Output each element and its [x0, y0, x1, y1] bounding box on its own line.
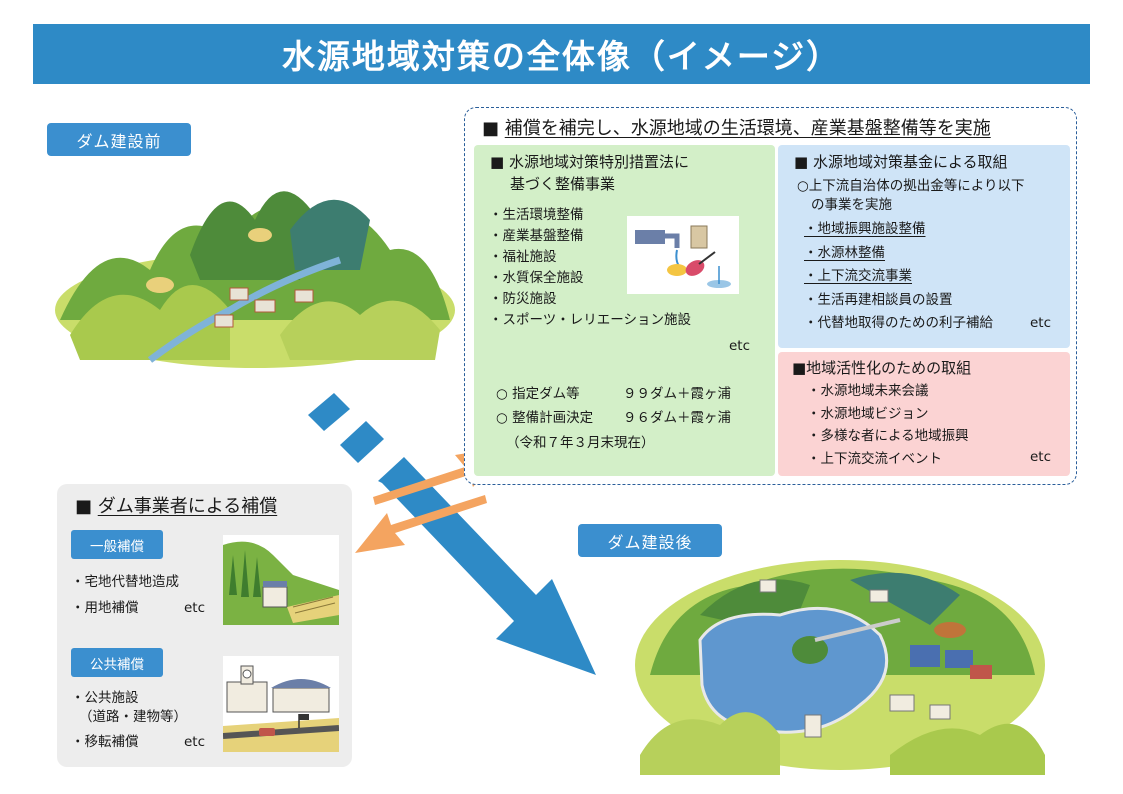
public-item-1-sub: （道路・建物等）	[79, 709, 187, 725]
public-compensation-tab: 公共補償	[71, 648, 163, 677]
fund-heading: ■ 水源地域対策基金による取組	[794, 153, 1008, 171]
list-item: ・生活再建相談員の設置	[804, 291, 953, 308]
list-item: ・防災施設	[489, 291, 557, 307]
special-measures-heading-line2: 基づく整備事業	[510, 175, 616, 193]
residential-land-illustration	[223, 535, 339, 625]
title-bar: 水源地域対策の全体像（イメージ）	[33, 24, 1090, 84]
fund-panel	[778, 145, 1070, 348]
general-item-2: ・用地補償	[71, 600, 139, 616]
revitalization-etc: etc	[1030, 449, 1052, 465]
list-item: ・水源地域ビジョン	[807, 405, 929, 422]
fund-list: ・地域振興施設整備 ・水源林整備 ・上下流交流事業 ・生活再建相談員の設置 ・代…	[804, 218, 993, 336]
list-item: ・上下流交流イベント	[807, 450, 942, 467]
revitalization-list: ・水源地域未来会議 ・水源地域ビジョン ・多様な者による地域振興 ・上下流交流イ…	[807, 380, 969, 470]
revitalization-panel	[778, 352, 1070, 476]
after-label: ダム建設後	[578, 524, 722, 557]
flow-arrow	[308, 393, 596, 675]
list-item: ・多様な者による地域振興	[807, 428, 969, 444]
facilities-illustration	[627, 216, 739, 294]
special-measures-list: ・生活環境整備 ・産業基盤整備 ・福祉施設 ・水質保全施設 ・防災施設 ・スポー…	[489, 205, 691, 331]
special-measures-heading: ■ 水源地域対策特別措置法に	[490, 153, 689, 171]
general-item-1: ・宅地代替地造成	[71, 574, 179, 590]
public-item-2: ・移転補償	[71, 734, 139, 750]
before-illustration	[55, 191, 455, 368]
square-bullet-icon: ■	[794, 153, 813, 171]
page-title: 水源地域対策の全体像（イメージ）	[281, 37, 842, 76]
public-item-1: ・公共施設	[71, 690, 139, 706]
as-of-date: （令和７年３月末現在）	[506, 435, 655, 451]
special-measures-panel	[474, 145, 775, 476]
list-item: ・産業基盤整備	[489, 228, 584, 244]
list-item: ・水源林整備	[804, 244, 885, 261]
square-bullet-icon: ■	[482, 118, 505, 139]
after-illustration	[635, 560, 1045, 775]
list-item: ・代替地取得のための利子補給	[804, 315, 993, 331]
designated-dams-value: ９９ダム＋霞ヶ浦	[623, 386, 731, 402]
measures-heading: ■ 補償を補完し、水源地域の生活環境、産業基盤整備等を実施	[482, 118, 991, 139]
before-label: ダム建設前	[47, 123, 191, 156]
fund-intro-line1: ○上下流自治体の拠出金等により以下	[797, 178, 1025, 194]
square-bullet-icon: ■	[75, 496, 98, 517]
designated-dams-stat: ○ 指定ダム等	[496, 386, 580, 402]
list-item: ・福祉施設	[489, 249, 557, 265]
compensation-heading: ■ ダム事業者による補償	[75, 496, 278, 517]
public-etc: etc	[184, 734, 206, 750]
general-compensation-tab: 一般補償	[71, 530, 163, 559]
fund-etc: etc	[1030, 315, 1052, 331]
plan-decided-stat: ○ 整備計画決定	[496, 410, 594, 426]
fund-intro-line2: の事業を実施	[811, 197, 892, 213]
square-bullet-icon: ■	[490, 153, 509, 171]
public-facilities-illustration	[223, 656, 339, 752]
list-item: ・上下流交流事業	[804, 268, 912, 284]
list-item: ・水質保全施設	[489, 270, 584, 286]
list-item: ・生活環境整備	[489, 207, 584, 223]
list-item: ・水源地域未来会議	[807, 383, 929, 399]
list-item: ・地域振興施設整備	[804, 221, 926, 237]
plan-decided-value: ９６ダム＋霞ヶ浦	[623, 410, 731, 426]
list-item: ・スポーツ・レリエーション施設	[489, 312, 691, 328]
special-measures-etc: etc	[729, 338, 751, 354]
revitalization-heading: ■地域活性化のための取組	[792, 359, 972, 377]
general-etc: etc	[184, 600, 206, 616]
